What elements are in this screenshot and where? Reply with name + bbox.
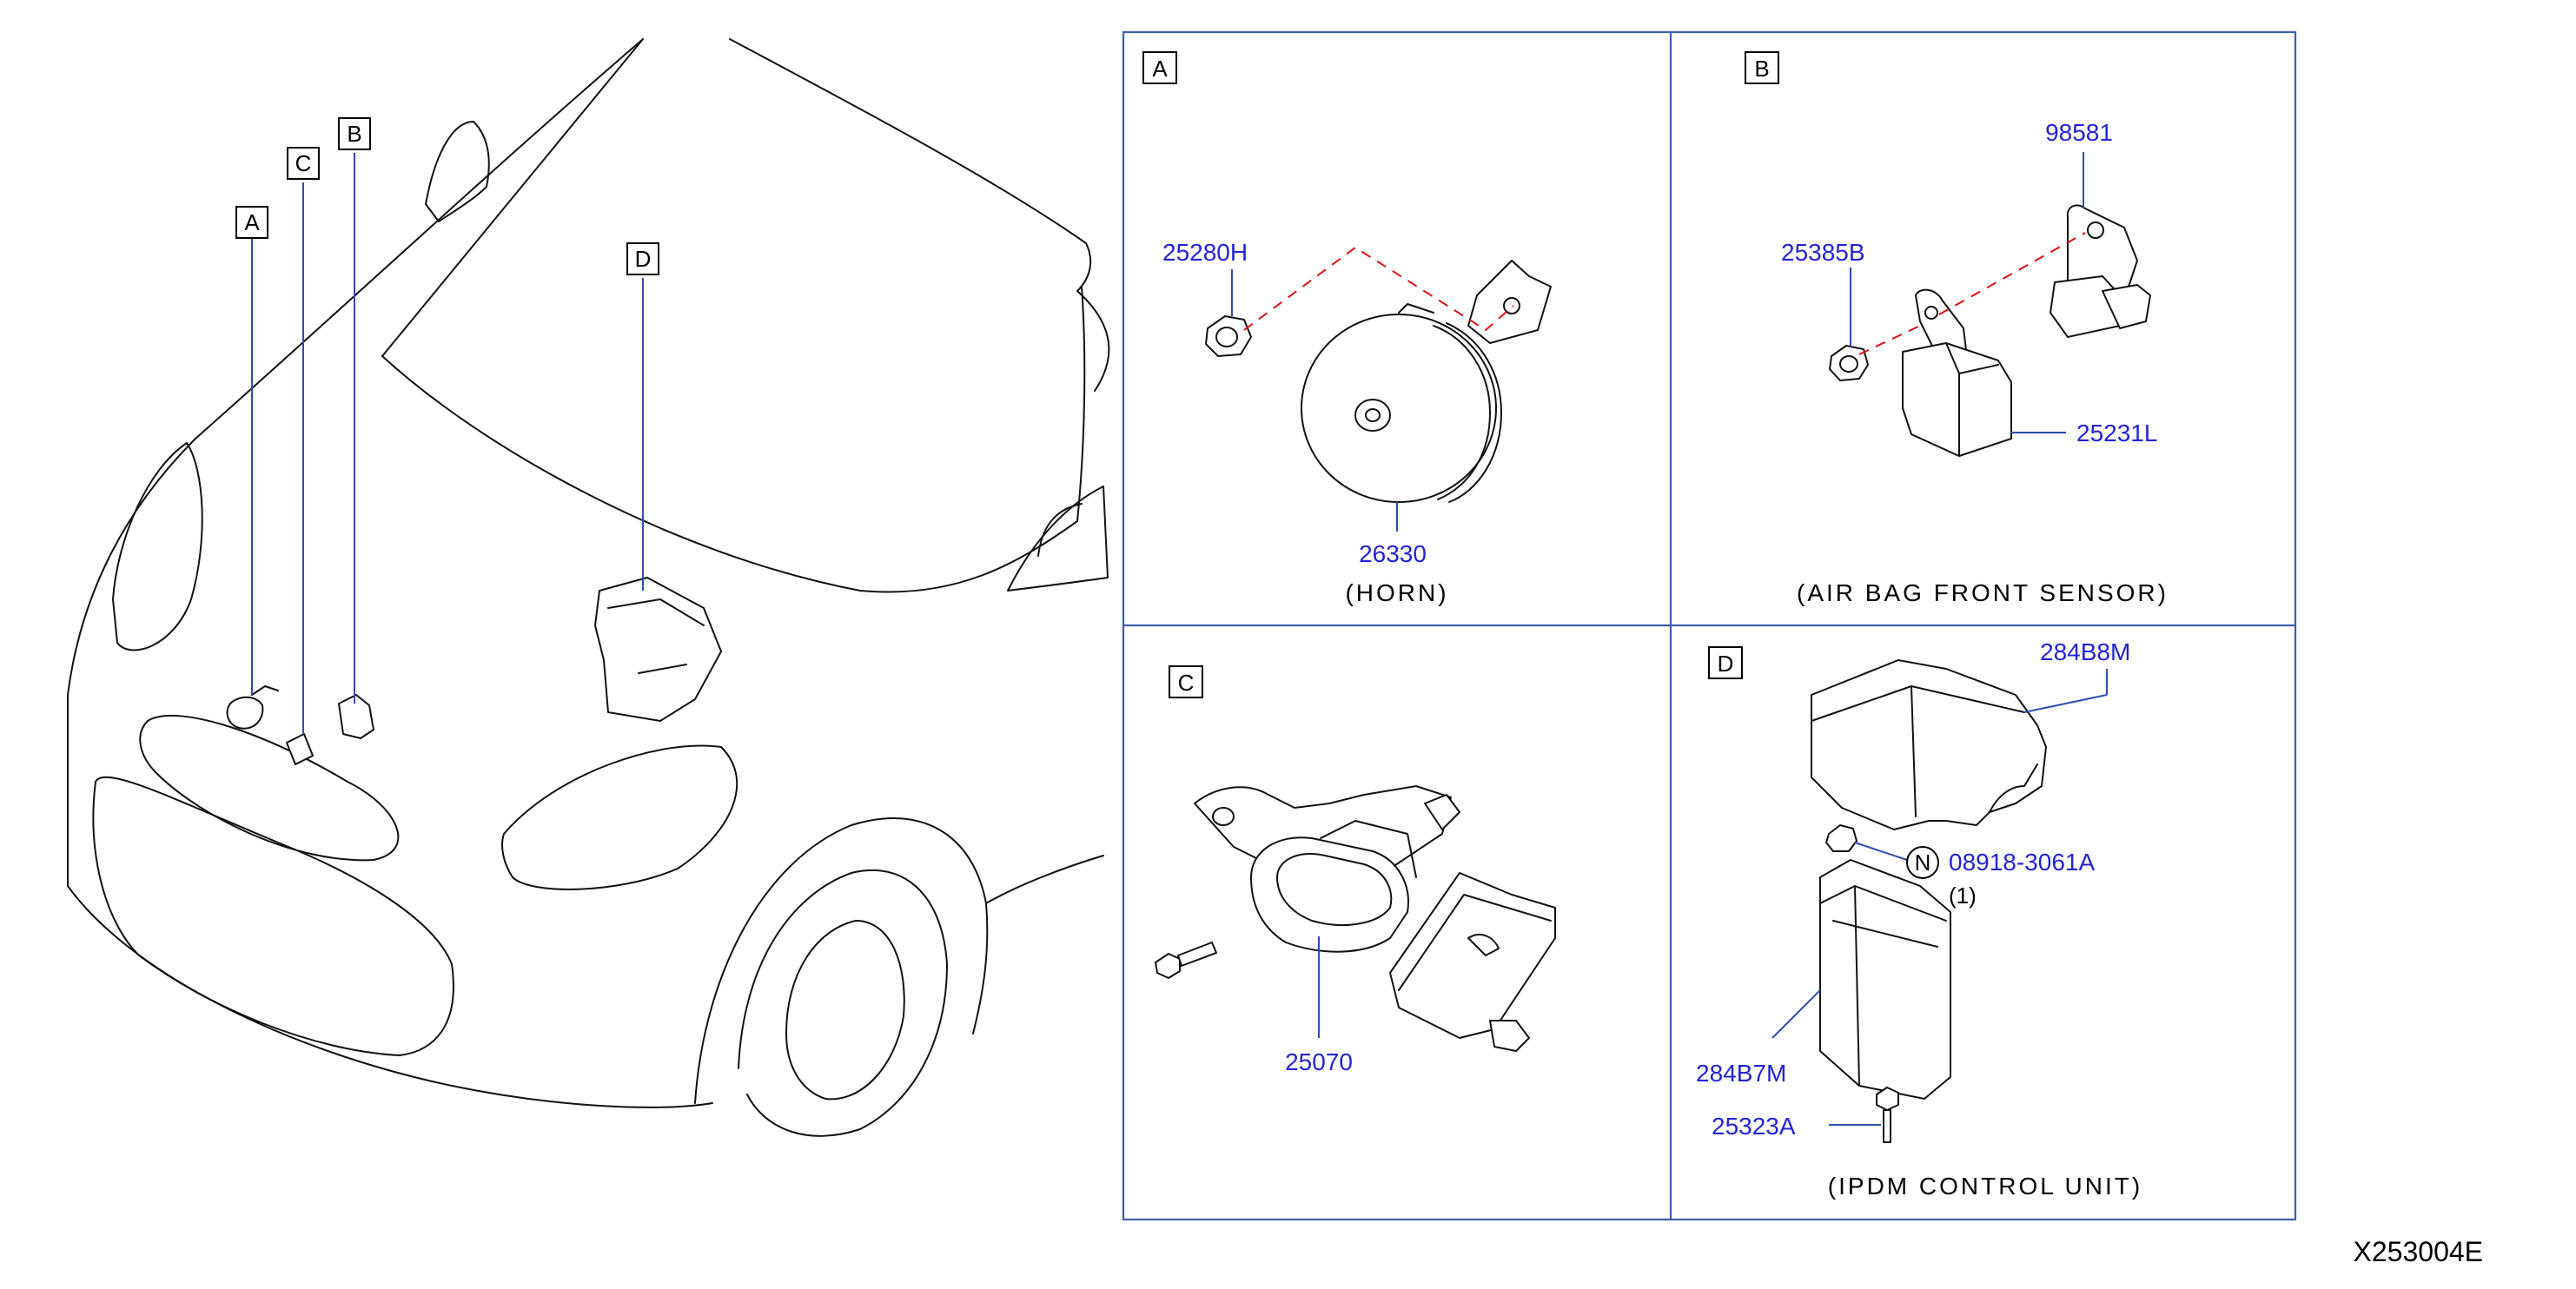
sensor-assembly-drawing xyxy=(1155,785,1556,1052)
nut-symbol-circle: N xyxy=(1906,846,1939,879)
air-bag-sensor-drawing xyxy=(1829,204,2151,457)
nut-symbol-letter: N xyxy=(1915,849,1931,876)
part-25385B: 25385B xyxy=(1781,239,1865,266)
ipdm-drawing xyxy=(1811,659,2047,1143)
callout-C: C xyxy=(287,147,320,180)
part-25323A: 25323A xyxy=(1712,1113,1796,1140)
horn-drawing xyxy=(1205,260,1552,503)
part-284B7M: 284B7M xyxy=(1696,1060,1786,1087)
panel-A: A 25280H 26330 (HORN) xyxy=(1142,51,1552,606)
part-98581: 98581 xyxy=(2045,119,2113,146)
panel-D: D 284B8M N 08918-3061A xyxy=(1696,638,2142,1200)
overview-leader-lines xyxy=(251,153,644,734)
part-25231L: 25231L xyxy=(2076,420,2157,446)
callout-B: B xyxy=(338,117,371,150)
panel-B: B 98581 25385B 25231L (AIR BAG FRONT SEN… xyxy=(1745,51,2169,606)
panel-B-letter: B xyxy=(1754,56,1769,82)
panel-A-letter: A xyxy=(1152,56,1168,82)
panel-A-caption: (HORN) xyxy=(1345,579,1448,606)
panel-grid-frame xyxy=(1122,30,2297,1221)
panel-C: C 25070 xyxy=(1155,665,1556,1075)
part-25070: 25070 xyxy=(1285,1048,1353,1075)
panel-C-letter: C xyxy=(1178,670,1195,696)
nut-quantity: (1) xyxy=(1949,882,1977,909)
part-25280H: 25280H xyxy=(1162,239,1248,266)
diagram-code: X253004E xyxy=(2354,1236,2483,1267)
panel-B-caption: (AIR BAG FRONT SENSOR) xyxy=(1797,579,2169,606)
part-284B8M: 284B8M xyxy=(2040,638,2130,665)
sensor-alignment-line xyxy=(1858,232,2086,355)
callout-B-label: B xyxy=(347,121,361,147)
panel-D-caption: (IPDM CONTROL UNIT) xyxy=(1828,1173,2142,1200)
callout-D: D xyxy=(626,242,659,275)
callout-D-label: D xyxy=(635,246,652,272)
car-overview-drawing xyxy=(67,38,1110,1137)
part-26330: 26330 xyxy=(1359,540,1427,567)
callout-A: A xyxy=(235,206,268,239)
panel-D-letter: D xyxy=(1718,651,1734,677)
part-08918-3061A: 08918-3061A xyxy=(1949,849,2095,876)
callout-C-label: C xyxy=(295,150,312,176)
callout-A-label: A xyxy=(244,209,260,235)
horn-alignment-line xyxy=(1243,246,1514,332)
